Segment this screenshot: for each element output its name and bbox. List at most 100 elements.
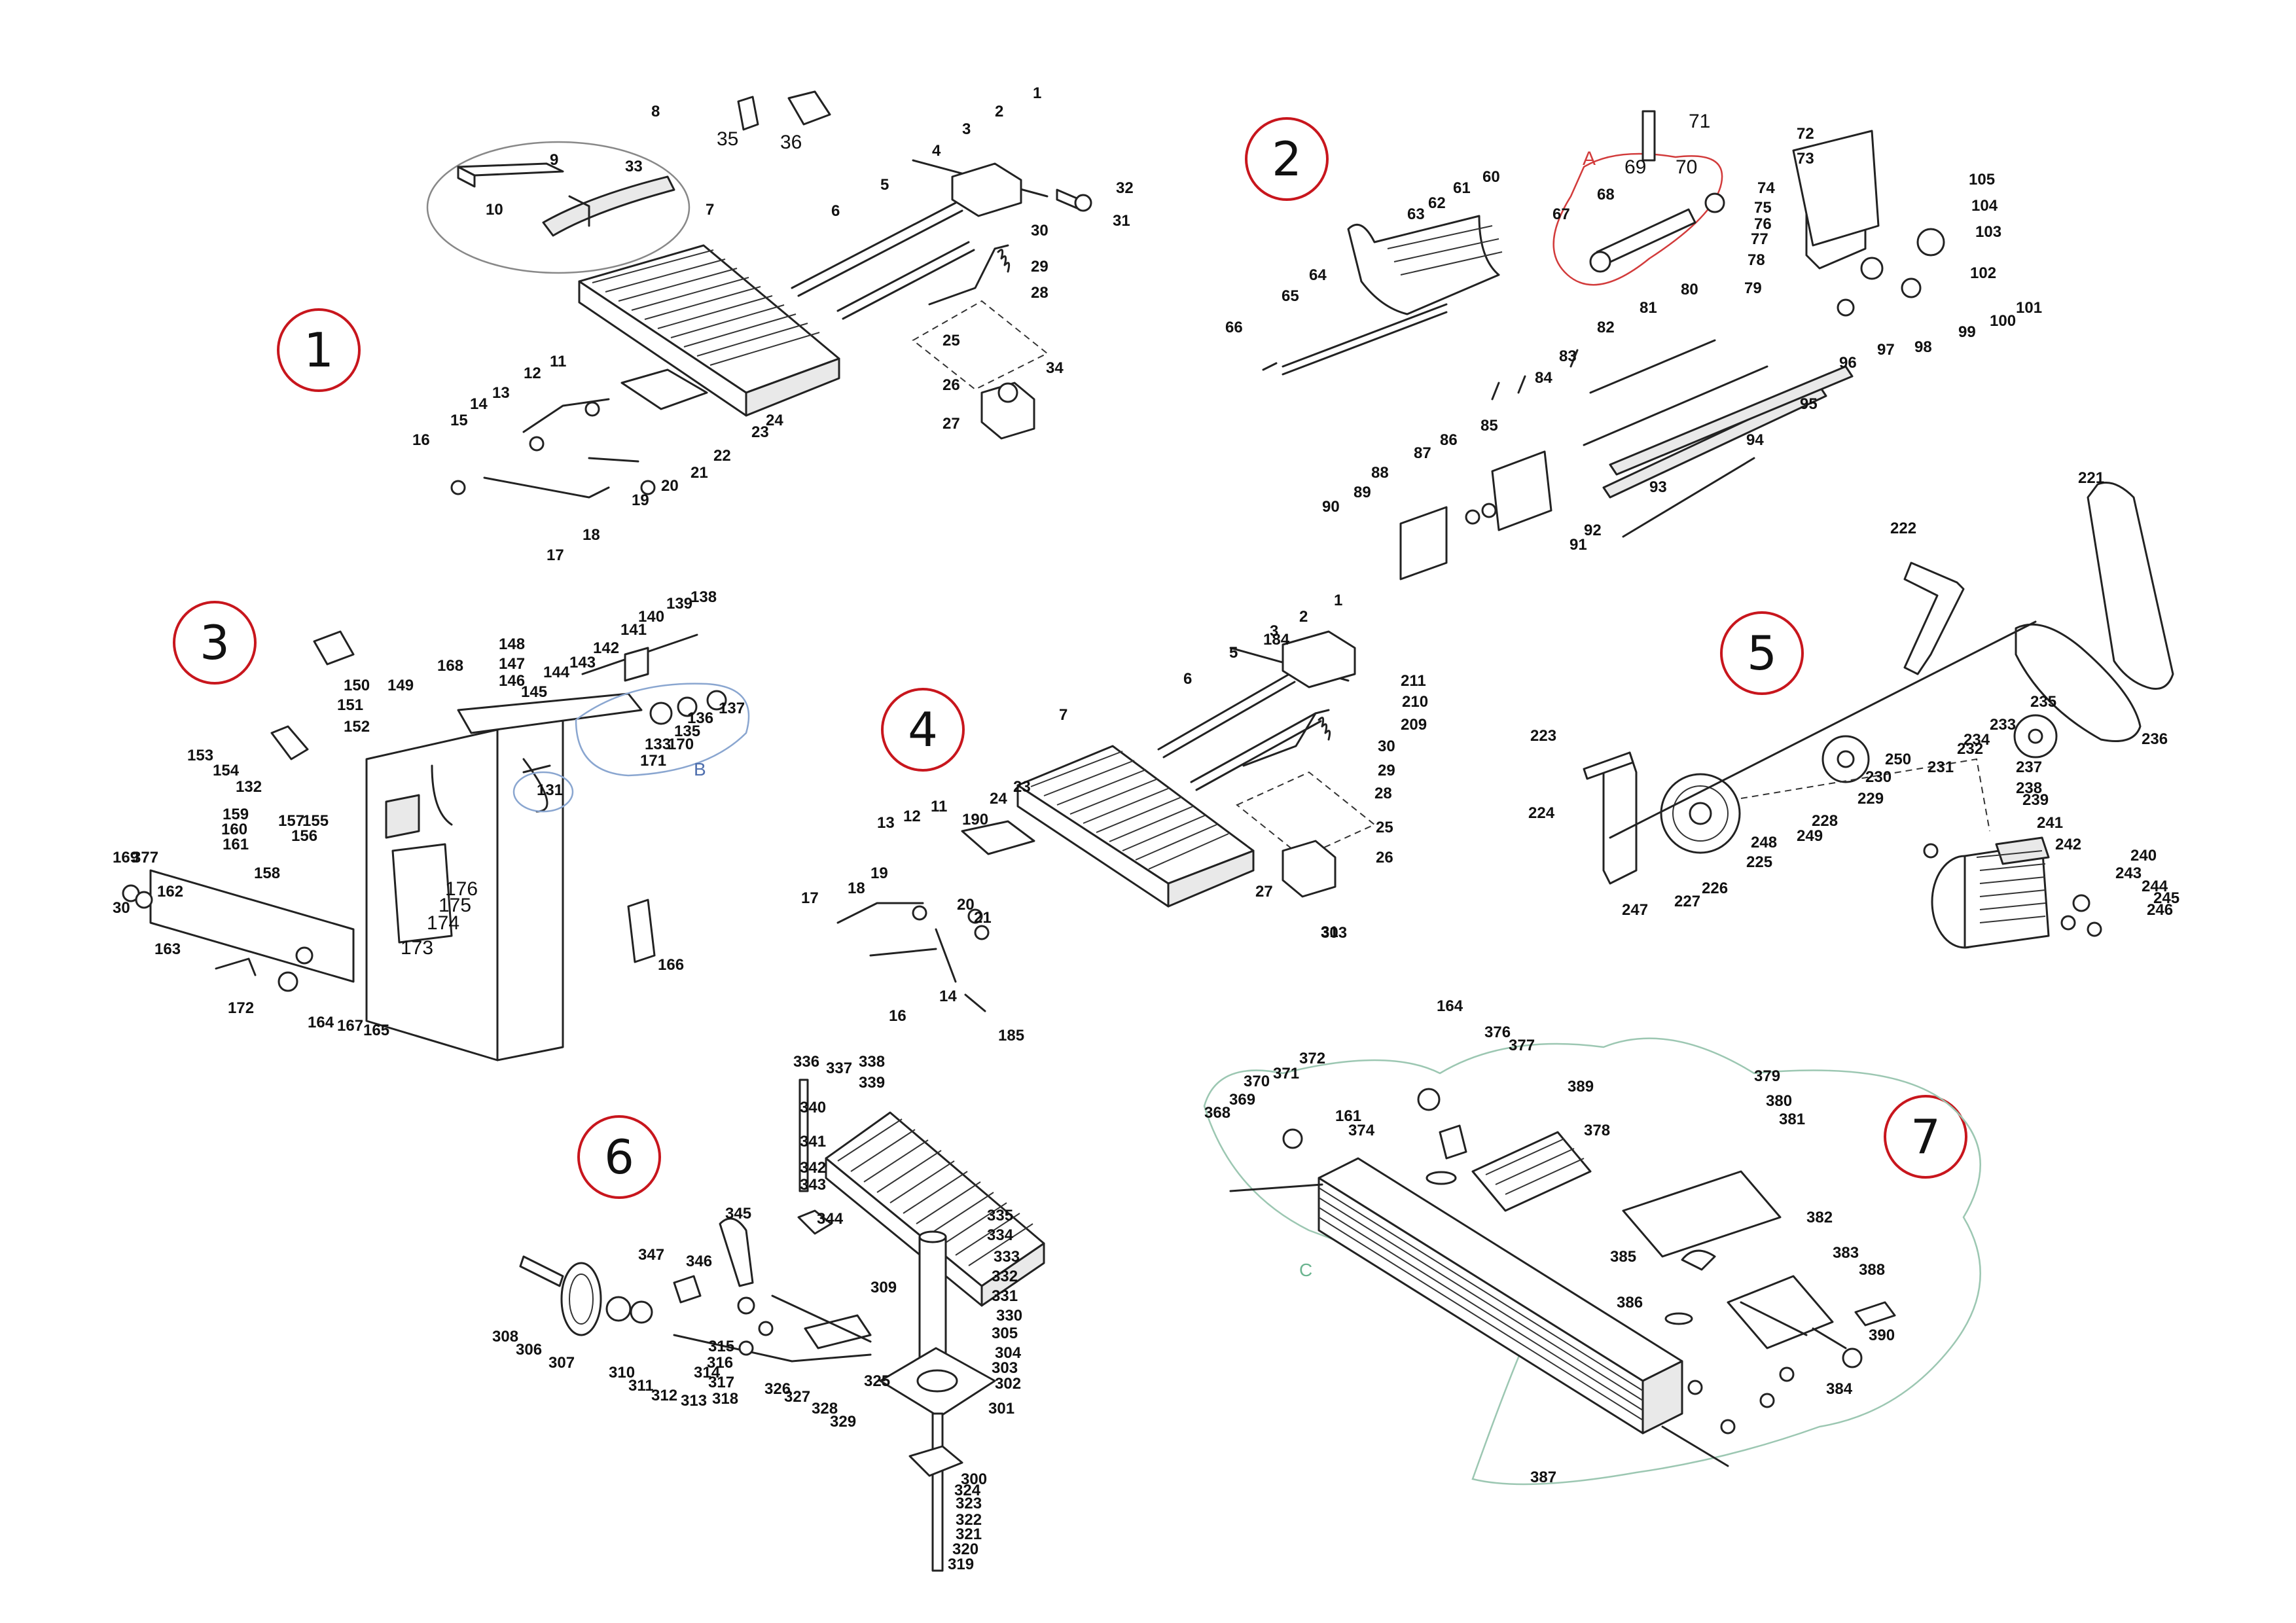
part-callout-62: 62: [1428, 194, 1446, 212]
part-callout-17: 17: [801, 889, 819, 907]
part-callout-22: 22: [713, 447, 731, 465]
part-callout-7: 7: [706, 201, 714, 219]
part-callout-31: 31: [1113, 212, 1130, 230]
part-callout-28: 28: [1031, 284, 1049, 302]
part-callout-2: 2: [1299, 608, 1308, 626]
part-callout-24: 24: [990, 790, 1007, 808]
part-callout-190: 190: [962, 811, 988, 829]
part-callout-229: 229: [1857, 790, 1884, 808]
section-7-drawing: C: [1203, 1037, 1981, 1486]
part-callout-73: 73: [1797, 150, 1814, 168]
part-callout-83: 83: [1559, 348, 1577, 365]
detail-a-label: A: [1583, 148, 1596, 169]
part-callout-370: 370: [1244, 1073, 1270, 1090]
part-callout-221: 221: [2078, 469, 2104, 487]
part-callout-322: 322: [956, 1511, 982, 1529]
detail-c-label: C: [1299, 1260, 1312, 1280]
part-callout-390: 390: [1869, 1327, 1895, 1344]
part-callout-16: 16: [412, 431, 430, 449]
part-callout-64: 64: [1309, 266, 1327, 284]
part-callout-133: 133: [645, 736, 671, 753]
part-callout-163: 163: [154, 940, 181, 958]
part-callout-241: 241: [2037, 814, 2063, 832]
part-callout-131: 131: [537, 781, 563, 799]
part-callout-164: 164: [1437, 997, 1463, 1015]
part-callout-11: 11: [931, 798, 947, 815]
part-callout-342: 342: [800, 1159, 826, 1177]
part-callout-239: 239: [2022, 791, 2049, 809]
part-callout-160: 160: [221, 821, 247, 838]
part-callout-316: 316: [707, 1354, 733, 1372]
section-number-7: 7: [1910, 1109, 1941, 1164]
part-callout-25: 25: [942, 332, 960, 349]
part-callout-341: 341: [800, 1133, 826, 1150]
part-callout-234: 234: [1964, 731, 1990, 749]
part-callout-11: 11: [550, 353, 566, 370]
part-callout-235: 235: [2030, 693, 2056, 711]
part-callout-84: 84: [1535, 369, 1552, 387]
part-callout-149: 149: [387, 677, 414, 694]
part-callout-166: 166: [658, 956, 684, 974]
part-callout-228: 228: [1812, 812, 1838, 830]
part-callout-70: 70: [1676, 156, 1697, 178]
part-callout-224: 224: [1528, 804, 1555, 822]
part-callout-32: 32: [1116, 179, 1134, 197]
part-callout-29: 29: [1031, 258, 1049, 276]
part-callout-175: 175: [439, 895, 471, 916]
part-callout-334: 334: [987, 1226, 1014, 1244]
part-callout-27: 27: [1255, 883, 1273, 901]
part-callout-320: 320: [952, 1541, 978, 1558]
part-callout-105: 105: [1969, 171, 1995, 188]
detail-b-label: B: [694, 759, 706, 779]
part-callout-4: 4: [932, 142, 941, 160]
part-callout-13: 13: [877, 814, 895, 832]
part-callout-300: 300: [961, 1471, 987, 1488]
section-marker-7: 7: [1884, 1095, 1967, 1179]
part-callout-81: 81: [1640, 299, 1657, 317]
part-callout-248: 248: [1751, 834, 1777, 851]
part-callout-169: 169: [113, 849, 139, 866]
part-callout-333: 333: [994, 1248, 1020, 1266]
part-callout-60: 60: [1482, 168, 1500, 186]
part-callout-250: 250: [1885, 751, 1911, 768]
part-callout-223: 223: [1530, 727, 1556, 745]
part-callout-12: 12: [524, 365, 541, 382]
part-callout-95: 95: [1800, 395, 1818, 413]
part-callout-306: 306: [516, 1341, 542, 1359]
part-callout-171: 171: [640, 752, 666, 770]
part-callout-233: 233: [1990, 716, 2016, 734]
part-callout-20: 20: [661, 477, 679, 495]
part-callout-168: 168: [437, 657, 463, 675]
part-callout-148: 148: [499, 635, 525, 653]
part-callout-100: 100: [1990, 312, 2016, 330]
part-callout-209: 209: [1401, 716, 1427, 734]
part-callout-26: 26: [1376, 849, 1393, 866]
section-marker-6: 6: [577, 1115, 661, 1199]
part-callout-311: 311: [628, 1377, 654, 1395]
part-callout-184: 184: [1263, 631, 1290, 649]
part-callout-222: 222: [1890, 520, 1916, 537]
part-callout-79: 79: [1744, 279, 1762, 297]
part-callout-303: 303: [992, 1359, 1018, 1377]
part-callout-3: 3: [962, 120, 971, 138]
part-callout-309: 309: [870, 1279, 897, 1296]
part-callout-33: 33: [625, 158, 643, 175]
part-callout-346: 346: [686, 1253, 712, 1270]
part-callout-312: 312: [651, 1387, 677, 1404]
part-callout-1: 1: [1033, 84, 1041, 102]
section-number-2: 2: [1272, 132, 1302, 187]
part-callout-143: 143: [569, 654, 596, 671]
part-callout-74: 74: [1757, 179, 1775, 197]
part-callout-104: 104: [1971, 197, 1998, 215]
part-callout-138: 138: [691, 588, 717, 606]
part-callout-31: 31: [1321, 923, 1338, 941]
part-callout-28: 28: [1374, 785, 1392, 802]
part-callout-247: 247: [1622, 901, 1648, 919]
part-callout-326: 326: [764, 1380, 791, 1398]
part-callout-172: 172: [228, 999, 254, 1017]
part-callout-17: 17: [547, 546, 564, 564]
part-callout-159: 159: [223, 806, 249, 823]
part-callout-345: 345: [725, 1205, 751, 1222]
part-callout-90: 90: [1322, 498, 1340, 516]
part-callout-388: 388: [1859, 1261, 1885, 1279]
